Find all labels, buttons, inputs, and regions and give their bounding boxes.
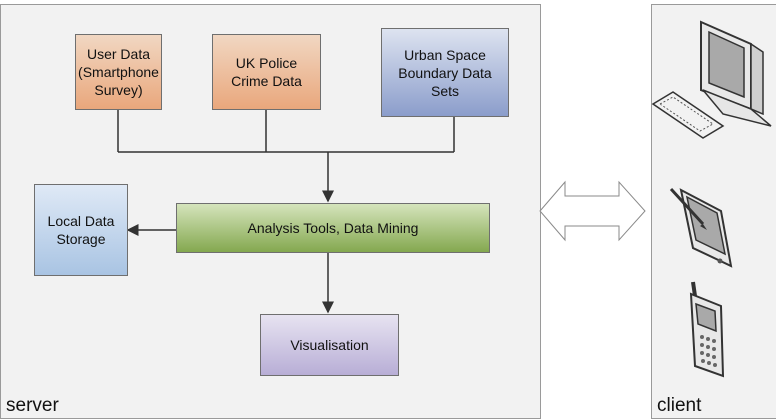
tablet-icon [669, 187, 733, 268]
visualisation-box: Visualisation [260, 314, 399, 376]
analysis-tools-box: Analysis Tools, Data Mining [176, 203, 490, 253]
client-devices [651, 20, 772, 378]
server-label: server [6, 395, 59, 416]
urban-space-boundary-box: Urban Space Boundary Data Sets [381, 28, 509, 117]
uk-police-crime-data-box: UK Police Crime Data [212, 34, 321, 110]
user-data-box: User Data (Smartphone Survey) [75, 34, 162, 110]
client-label: client [657, 395, 702, 416]
mobile-phone-icon [689, 281, 725, 378]
local-data-storage-box: Local Data Storage [34, 184, 128, 276]
server-client-double-arrow [539, 180, 646, 242]
desktop-computer-icon [651, 20, 772, 139]
